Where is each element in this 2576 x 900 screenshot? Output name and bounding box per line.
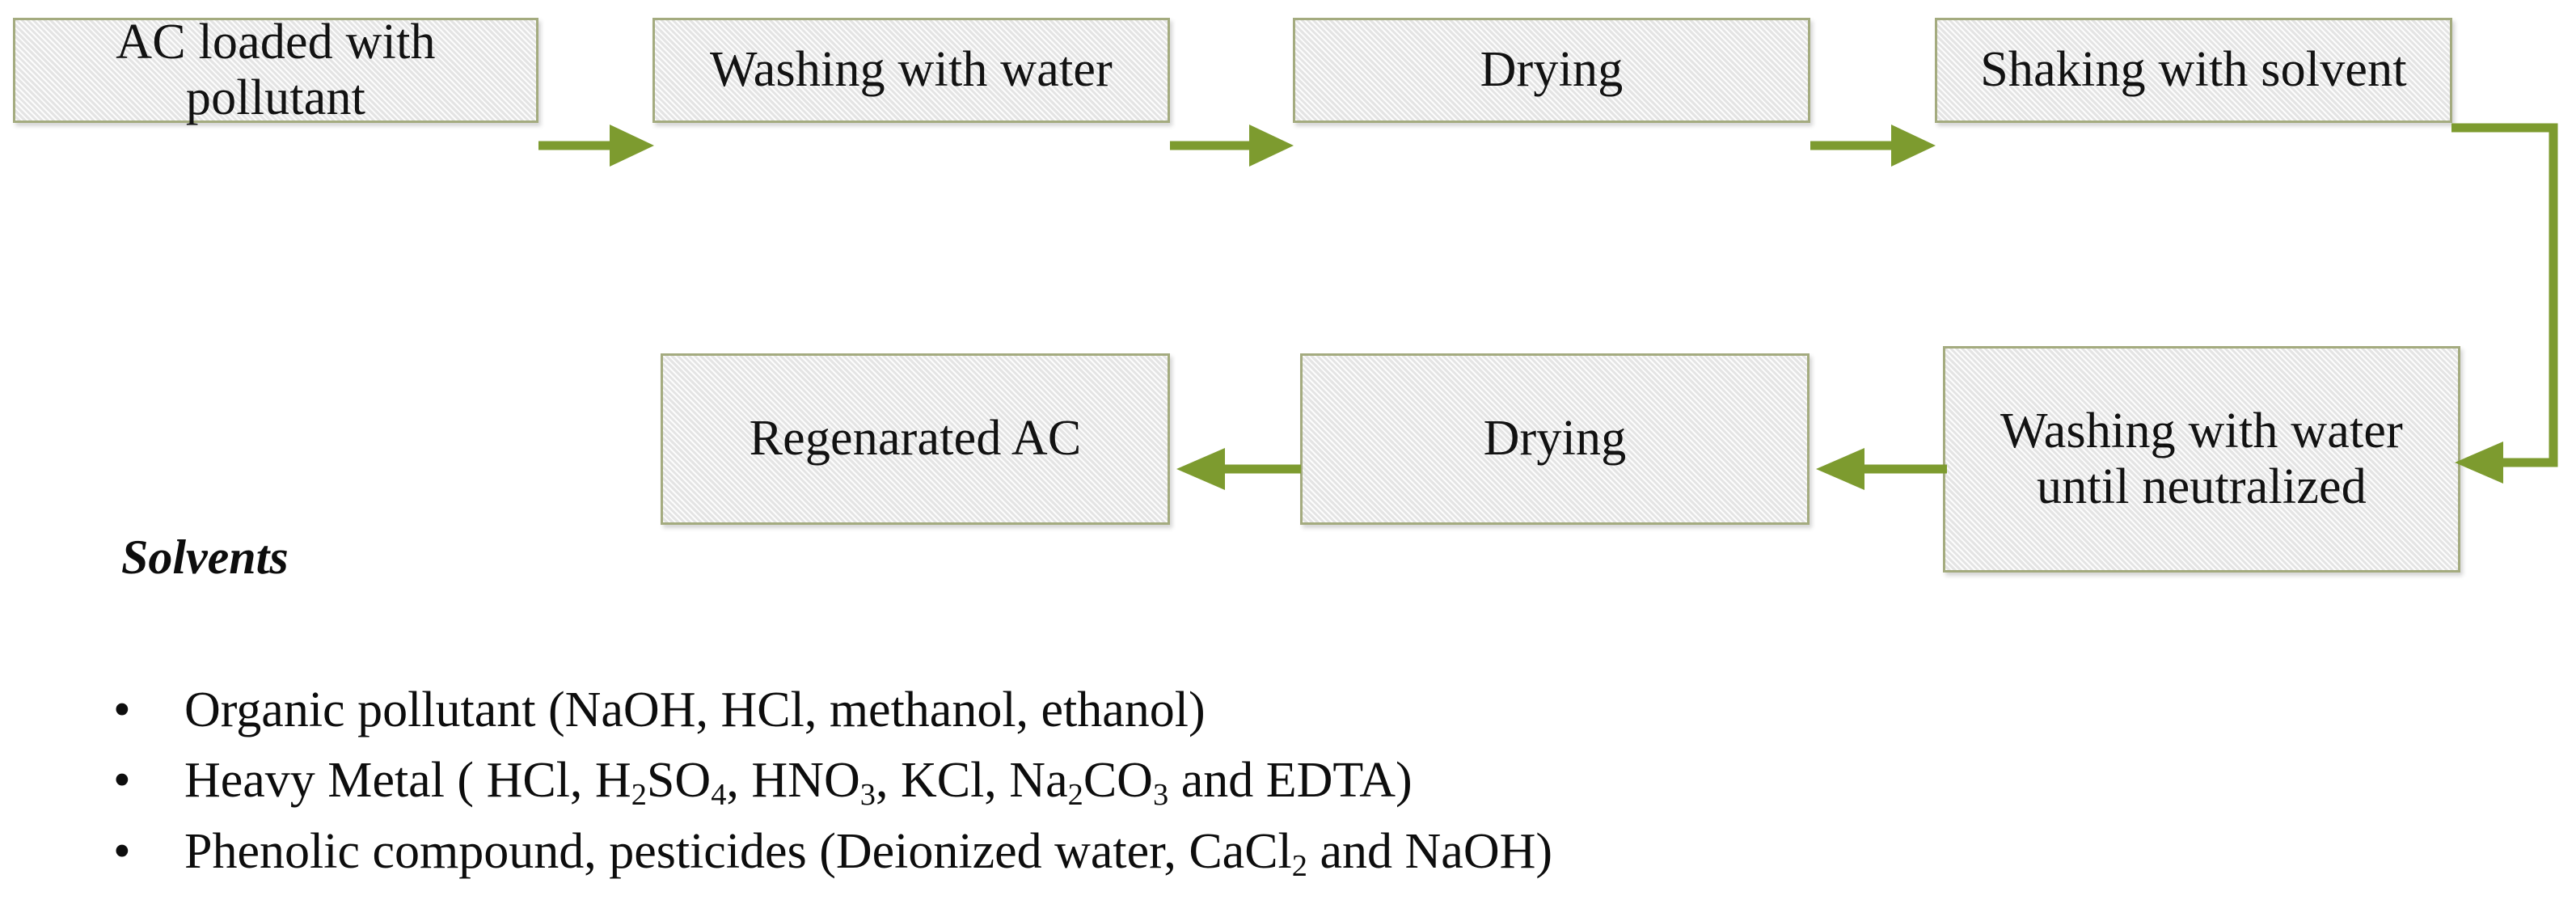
solvent-item-organic-pollutant: Organic pollutant (NaOH, HCl, methanol, …	[184, 682, 1206, 737]
connector-arrow-left-1	[1811, 437, 1949, 501]
node-label: AC loaded with pollutant	[116, 14, 436, 125]
bullet-icon: •	[113, 682, 131, 737]
connector-arrow-right-1	[538, 113, 656, 178]
process-node-regenarated-ac[interactable]: Regenarated AC	[661, 353, 1170, 525]
connector-arrow-right-2	[1170, 113, 1295, 178]
node-label: Washing with water	[710, 42, 1113, 98]
list-item: • Organic pollutant (NaOH, HCl, methanol…	[89, 675, 1552, 746]
process-node-ac-loaded-with-pollutant[interactable]: AC loaded with pollutant	[13, 15, 538, 125]
solvent-item-heavy-metal: Heavy Metal ( HCl, H2SO4, HNO3, KCl, Na2…	[184, 753, 1413, 813]
process-node-drying-2[interactable]: Drying	[1300, 353, 1810, 525]
process-node-drying-1[interactable]: Drying	[1293, 18, 1810, 123]
connector-arrow-wrap-down-left	[2450, 97, 2576, 501]
process-node-shaking-with-solvent[interactable]: Shaking with solvent	[1935, 18, 2452, 123]
node-label: Washing with water until neutralized	[2000, 403, 2403, 514]
node-label: Regenarated AC	[749, 411, 1082, 467]
bullet-icon: •	[113, 753, 131, 809]
solvents-list: • Organic pollutant (NaOH, HCl, methanol…	[89, 675, 1552, 887]
node-label: Drying	[1480, 42, 1624, 98]
node-label: Shaking with solvent	[1980, 42, 2407, 98]
process-node-washing-until-neutralized[interactable]: Washing with water until neutralized	[1943, 346, 2460, 573]
connector-arrow-left-2	[1172, 437, 1303, 501]
solvents-heading: Solvents	[121, 530, 289, 584]
list-item: • Heavy Metal ( HCl, H2SO4, HNO3, KCl, N…	[89, 746, 1552, 816]
solvent-item-phenolic-compound: Phenolic compound, pesticides (Deionized…	[184, 823, 1553, 883]
list-item: • Phenolic compound, pesticides (Deioniz…	[89, 817, 1552, 887]
connector-arrow-right-3	[1810, 113, 1937, 178]
node-label: Drying	[1483, 411, 1627, 467]
bullet-icon: •	[113, 823, 131, 879]
process-node-washing-with-water[interactable]: Washing with water	[652, 18, 1170, 123]
